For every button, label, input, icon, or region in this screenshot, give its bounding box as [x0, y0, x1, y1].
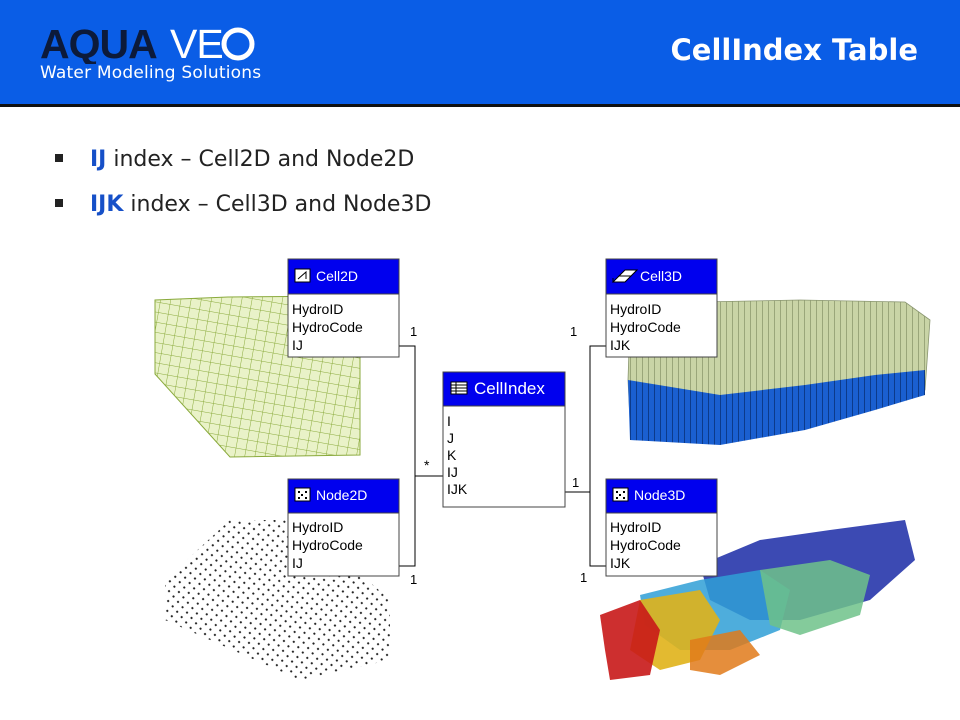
- class-name: Node2D: [316, 487, 367, 503]
- class-name: CellIndex: [474, 379, 545, 398]
- node2d-class-box: Node2D HydroID HydroCode IJ: [287, 478, 400, 577]
- svg-text:AQUA: AQUA: [40, 22, 157, 64]
- class-field: IJ: [292, 337, 303, 353]
- cell2d-multiplicity: 1: [410, 324, 417, 339]
- cellindex-left-multiplicity: *: [424, 457, 430, 473]
- aquaveo-logo: AQUA VE: [40, 22, 255, 64]
- class-field: HydroCode: [292, 319, 363, 335]
- cellindex-class-box: CellIndex I J K IJ IJK: [442, 371, 566, 508]
- class-field: HydroID: [610, 519, 661, 535]
- class-field: IJK: [610, 555, 631, 571]
- class-field: HydroID: [610, 301, 661, 317]
- polygon-cell-icon: [294, 268, 311, 283]
- class-field: HydroID: [292, 519, 343, 535]
- class-name: Node3D: [634, 487, 685, 503]
- bullet-text: index – Cell3D and Node3D: [123, 192, 432, 217]
- cube-cell-icon: [611, 269, 639, 283]
- class-field: HydroCode: [610, 537, 681, 553]
- class-field: IJ: [292, 555, 303, 571]
- slide-title: CellIndex Table: [670, 33, 918, 67]
- logo-tagline: Water Modeling Solutions: [40, 63, 262, 83]
- node2d-multiplicity: 1: [410, 572, 417, 587]
- title-bar: AQUA VE Water Modeling Solutions CellInd…: [0, 0, 960, 107]
- bullet-text: index – Cell2D and Node2D: [106, 147, 415, 172]
- cellindex-right-multiplicity: 1: [572, 475, 579, 490]
- point-nodes-icon: [294, 487, 311, 502]
- square-bullet-icon: [55, 154, 63, 162]
- class-field: I: [447, 413, 451, 429]
- cell2d-class-box: Cell2D HydroID HydroCode IJ: [287, 258, 400, 358]
- class-field: HydroCode: [610, 319, 681, 335]
- class-field: IJK: [447, 481, 468, 497]
- class-field: HydroCode: [292, 537, 363, 553]
- class-field: K: [447, 447, 457, 463]
- relationship-connectors: [399, 345, 606, 567]
- table-icon: [450, 381, 468, 395]
- square-bullet-icon: [55, 199, 63, 207]
- node3d-multiplicity: 1: [580, 570, 587, 585]
- class-name: Cell2D: [316, 268, 358, 284]
- class-field: IJ: [447, 464, 458, 480]
- class-field: IJK: [610, 337, 631, 353]
- bullet-ijk: IJK index – Cell3D and Node3D: [55, 192, 431, 217]
- class-field: HydroID: [292, 301, 343, 317]
- cell3d-multiplicity: 1: [570, 324, 577, 339]
- bullet-key: IJK: [90, 192, 124, 217]
- node3d-class-box: Node3D HydroID HydroCode IJK: [605, 478, 718, 577]
- class-field: J: [447, 430, 454, 446]
- bullet-key: IJ: [90, 147, 107, 172]
- svg-text:VE: VE: [170, 22, 223, 64]
- cell3d-class-box: Cell3D HydroID HydroCode IJK: [605, 258, 718, 358]
- bullet-ij: IJ index – Cell2D and Node2D: [55, 147, 414, 172]
- class-name: Cell3D: [640, 268, 682, 284]
- point-nodes-icon: [612, 487, 629, 502]
- node3d-points-image: [600, 520, 915, 680]
